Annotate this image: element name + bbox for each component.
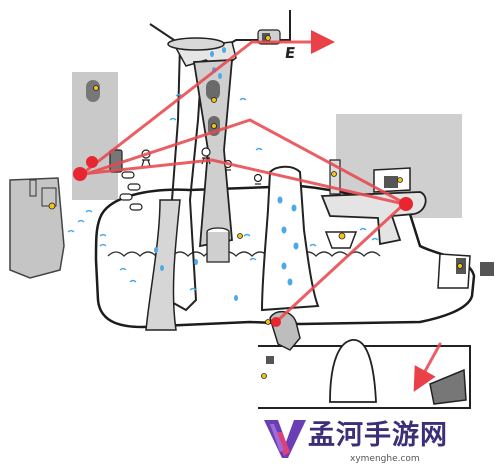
lower-room-window bbox=[266, 356, 274, 364]
far-left-room-frame bbox=[29, 179, 57, 207]
cloud-edge bbox=[107, 251, 381, 257]
route-start-marker bbox=[73, 167, 87, 181]
watermark-name: 孟河手游网 bbox=[308, 420, 448, 451]
water-droplets bbox=[154, 47, 299, 301]
central-tree-trunk-outline bbox=[149, 10, 291, 312]
walkthrough-route bbox=[78, 30, 442, 392]
route-end-marker bbox=[271, 317, 281, 327]
watermark: 孟河手游网 xymenghe.com bbox=[258, 408, 500, 472]
lower-right-chute bbox=[429, 368, 467, 405]
barrel-body bbox=[206, 232, 230, 263]
right-hut-door bbox=[384, 176, 398, 188]
route-segment-3 bbox=[78, 118, 408, 206]
route-segment-2 bbox=[80, 158, 406, 206]
route-start-marker-2 bbox=[86, 156, 98, 168]
hanging-bucket bbox=[324, 231, 358, 249]
route-segment-5 bbox=[413, 342, 442, 392]
left-tree-trunk bbox=[145, 199, 181, 331]
route-waypoint-marker bbox=[399, 197, 413, 211]
route-segment-1 bbox=[80, 40, 254, 176]
tree-top-disc bbox=[167, 37, 225, 51]
route-segment-4 bbox=[272, 202, 406, 326]
right-edge-door bbox=[480, 262, 494, 276]
left-pillar-door bbox=[86, 80, 100, 102]
collectible-pickups bbox=[48, 35, 463, 379]
stepping-stones bbox=[119, 171, 143, 211]
water-ripples bbox=[67, 93, 379, 291]
lower-room-arch bbox=[329, 339, 377, 403]
watermark-url: xymenghe.com bbox=[350, 454, 420, 464]
v-ribbon-logo-icon bbox=[264, 420, 306, 458]
tower-door-upper bbox=[206, 80, 220, 100]
